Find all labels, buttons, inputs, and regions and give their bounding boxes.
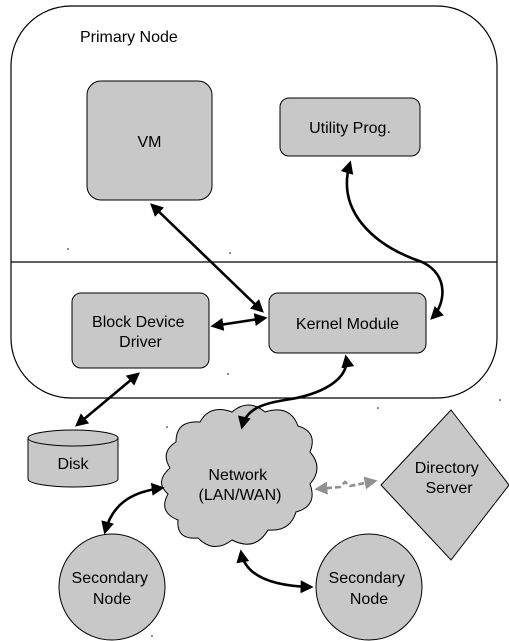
vm-box [86,80,213,201]
kernel-network-arrow [238,354,355,430]
secondary-node-left-label: Secondary Node [72,570,153,608]
secondary-node-right-label: Secondary Node [329,570,410,608]
primary-node-label: Primary Node [80,29,178,46]
network-directory-dashed-arrow [314,476,378,495]
secondary-node-right-line1: Secondary [329,570,406,587]
driver-kernel-arrow [210,313,268,331]
disk-cylinder [27,429,119,488]
directory-server-line1: Directory [415,460,479,477]
network-label: Network (LAN/WAN) [199,467,282,504]
block-device-driver-line2: Driver [119,334,162,351]
directory-server-diamond [380,409,509,561]
utility-prog-label: Utility Prog. [309,120,391,137]
secondary-node-left-line1: Secondary [72,570,149,587]
network-cloud [161,404,318,547]
background-speckles [67,248,501,637]
network-line1: Network [208,467,268,484]
directory-server-label: Directory Server [415,460,483,497]
secondary-node-right-circle [315,533,423,641]
vm-label: VM [138,134,162,151]
block-device-driver-line1: Block Device [92,314,185,331]
kernel-module-label: Kernel Module [296,316,399,333]
disk-label: Disk [57,456,89,473]
utility-prog-box [279,97,421,157]
driver-disk-arrow [75,372,140,427]
utility-kernel-arrow [340,160,444,320]
directory-server-line2: Server [425,480,473,497]
network-secondary-right-arrow [236,549,314,594]
vm-kernel-arrow [150,203,264,313]
network-line2: (LAN/WAN) [199,487,282,504]
secondary-node-left-line2: Node [93,591,131,608]
block-device-driver-label: Block Device Driver [92,314,189,351]
network-secondary-left-arrow [101,482,165,535]
secondary-node-right-line2: Node [350,591,388,608]
secondary-node-left-circle [58,533,166,641]
